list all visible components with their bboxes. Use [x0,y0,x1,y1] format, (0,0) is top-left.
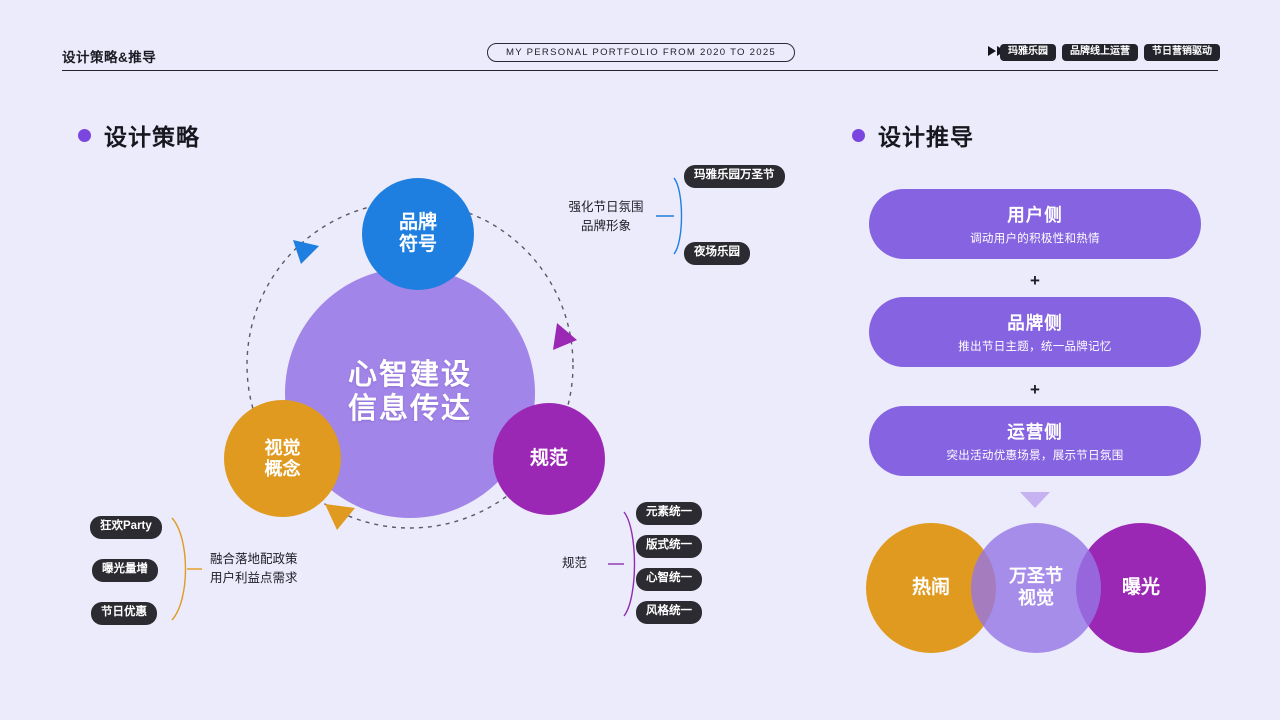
header-title: 设计策略&推导 [62,50,157,65]
section-title-text: 设计推导 [878,124,974,150]
annotation-tag[interactable]: 狂欢Party [90,516,162,539]
annotation-tag[interactable]: 心智统一 [636,568,702,591]
derivation-card-operation[interactable]: 运营侧 突出活动优惠场景，展示节日氛围 [869,406,1201,476]
annotation-top-right: 强化节日氛围 品牌形象 玛雅乐园万圣节 夜场乐园 [556,160,816,270]
annotation-label-line2: 用户利益点需求 [210,571,298,586]
plus-separator: + [1030,380,1040,399]
annotation-tag[interactable]: 风格统一 [636,601,702,624]
card-subtitle: 调动用户的积极性和热情 [970,233,1100,245]
cluster-center-line2: 视觉 [1018,588,1054,608]
chevron-down-icon [1020,492,1050,508]
annotation-label: 融合落地配政策 用户利益点需求 [210,550,298,589]
result-circle-cluster: 热闹 曝光 万圣节 视觉 [866,523,1206,653]
card-title: 品牌侧 [1007,313,1063,333]
section-heading-derivation: 设计推导 [852,118,974,152]
venn-visual-line1: 视觉 [264,437,301,458]
bracket-orange [171,517,202,621]
bracket-blue [656,177,683,255]
annotation-label: 强化节日氛围 品牌形象 [554,198,658,237]
ring-arrow-blue [293,240,319,264]
card-subtitle: 推出节日主题，统一品牌记忆 [958,341,1112,353]
page-header: 设计策略&推导 MY PERSONAL PORTFOLIO FROM 2020 … [0,0,1280,80]
annotation-label-line1: 强化节日氛围 [568,200,644,214]
annotation-label: 规范 [562,556,588,570]
venn-center-line1: 心智建设 [347,359,472,392]
card-subtitle: 突出活动优惠场景，展示节日氛围 [946,450,1124,462]
cluster-right-label: 曝光 [1121,576,1160,598]
annotation-bottom-left: 狂欢Party 曝光量增 节日优惠 融合落地配政策 用户利益点需求 [90,508,340,628]
cluster-center-line1: 万圣节 [1009,566,1063,587]
annotation-tag[interactable]: 元素统一 [636,502,702,525]
header-divider [62,70,1218,71]
bullet-dot-icon [852,128,865,142]
derivation-card-brand[interactable]: 品牌侧 推出节日主题，统一品牌记忆 [869,297,1201,367]
annotation-tag[interactable]: 版式统一 [636,535,702,558]
annotation-label-line2: 品牌形象 [580,219,631,234]
annotation-tag[interactable]: 夜场乐园 [684,242,750,265]
venn-brand-line2: 符号 [398,234,437,255]
venn-circle-norm: 规范 [493,403,605,515]
annotation-tag[interactable]: 玛雅乐园万圣节 [684,165,785,188]
header-tag[interactable]: 品牌线上运营 [1062,44,1138,61]
venn-diagram: 心智建设 信息传达 品牌 符号 视觉 概念 规范 [215,160,635,560]
venn-visual-line2: 概念 [264,458,301,479]
card-title: 用户侧 [1007,205,1063,225]
annotation-label-line1: 融合落地配政策 [210,552,298,566]
venn-norm-label: 规范 [529,447,568,469]
header-tag[interactable]: 节日营销驱动 [1144,44,1220,61]
bracket-purple [608,511,636,617]
section-heading-strategy: 设计策略 [78,118,200,152]
cluster-left-label: 热闹 [911,576,950,598]
bullet-dot-icon [78,128,91,142]
venn-center-line2: 信息传达 [347,393,472,425]
venn-brand-line1: 品牌 [398,211,437,233]
section-title-text: 设计策略 [104,124,200,150]
annotation-tag[interactable]: 曝光量增 [92,559,158,582]
triangle-right-icon [988,46,996,56]
header-tag-group: 玛雅乐园 品牌线上运营 节日营销驱动 [1000,44,1220,61]
card-title: 运营侧 [1007,422,1063,442]
annotation-tag[interactable]: 节日优惠 [91,602,157,625]
ring-arrow-purple [553,323,577,350]
derivation-card-user[interactable]: 用户侧 调动用户的积极性和热情 [869,189,1201,259]
cluster-circle-center: 万圣节 视觉 [971,523,1101,653]
annotation-bottom-right: 规范 元素统一 版式统一 心智统一 风格统一 [562,498,832,628]
ring-arrow-orange [325,504,355,530]
header-tag[interactable]: 玛雅乐园 [1000,44,1056,61]
venn-circle-center: 心智建设 信息传达 [285,268,535,518]
venn-circle-visual: 视觉 概念 [224,400,341,517]
venn-circle-brand: 品牌 符号 [362,178,474,290]
portfolio-pill: MY PERSONAL PORTFOLIO FROM 2020 TO 2025 [487,43,795,62]
plus-separator: + [1030,271,1040,290]
